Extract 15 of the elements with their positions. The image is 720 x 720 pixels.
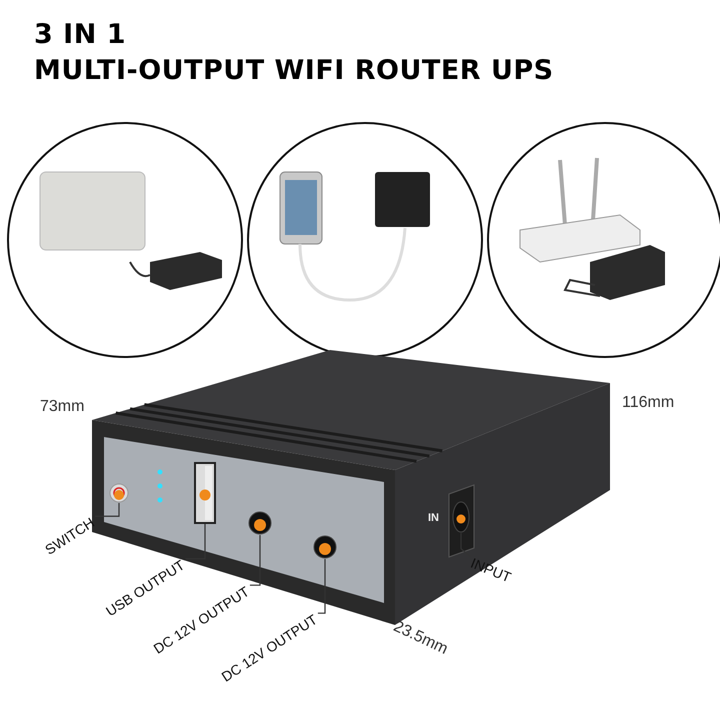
leader-line (318, 559, 326, 614)
dimension-label: 73mm (40, 398, 84, 416)
callout-label: INPUT (468, 554, 514, 586)
leader-line (185, 524, 206, 560)
dc-jack (313, 535, 337, 559)
port-label: IN (428, 512, 439, 524)
power-switch (109, 483, 129, 503)
dc-jack (452, 501, 470, 533)
subtitle: MULTI-OUTPUT WIFI ROUTER UPS (34, 54, 554, 88)
title: 3 IN 1 (34, 18, 126, 52)
leader-line (95, 503, 120, 517)
dc-jack (248, 511, 272, 535)
usb-port (194, 462, 216, 524)
dimension-label: 116mm (622, 394, 674, 412)
leader-line (250, 535, 261, 586)
